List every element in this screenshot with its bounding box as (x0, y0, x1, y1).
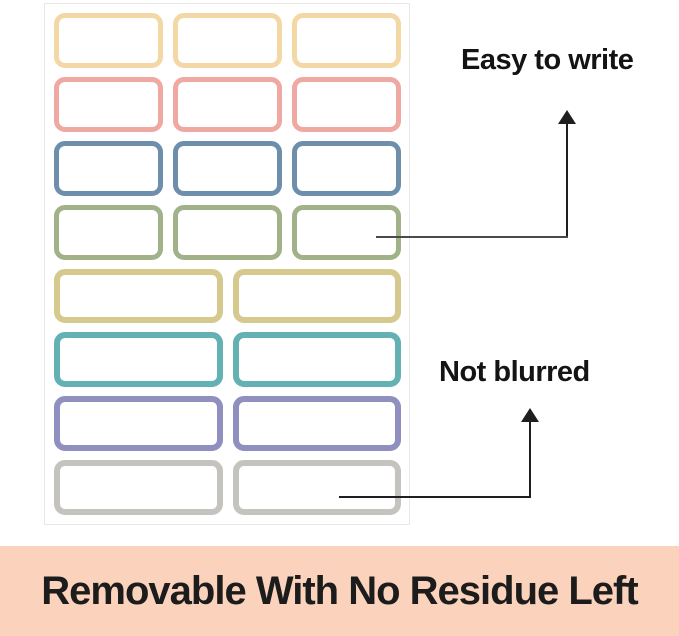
easy-arrow-line-vertical (566, 123, 568, 237)
label-row-steel-blue (54, 140, 401, 196)
label-sticker-salmon-pink (54, 76, 163, 132)
label-row-teal (54, 332, 401, 388)
bottom-banner: Removable With No Residue Left (0, 546, 679, 636)
annotation-not-blurred: Not blurred (439, 356, 590, 388)
label-sticker-teal (232, 332, 401, 388)
not-blurred-arrow-line-horizontal (339, 496, 531, 498)
label-sticker-lavender (54, 396, 223, 452)
label-sticker-sage-green (292, 204, 401, 260)
label-sticker-steel-blue (173, 140, 282, 196)
not-blurred-arrow-line-vertical (529, 421, 531, 498)
easy-arrow-line-horizontal (376, 236, 568, 238)
label-sticker-sage-green (173, 204, 282, 260)
label-sticker-sage-green (54, 204, 163, 260)
label-sticker-cream-yellow (173, 13, 282, 68)
not-blurred-arrow-up-icon (521, 408, 539, 422)
label-row-khaki (54, 268, 401, 324)
label-row-salmon-pink (54, 76, 401, 132)
label-sticker-teal (54, 332, 223, 388)
label-sticker-cream-yellow (292, 13, 401, 68)
label-sticker-salmon-pink (292, 76, 401, 132)
label-sticker-steel-blue (54, 140, 163, 196)
label-sticker-cream-yellow (54, 13, 163, 68)
label-row-cream-yellow (54, 13, 401, 68)
banner-text: Removable With No Residue Left (41, 568, 638, 613)
label-sticker-steel-blue (292, 140, 401, 196)
label-row-lavender (54, 396, 401, 452)
annotation-easy-to-write: Easy to write (461, 44, 634, 76)
label-sticker-gray (232, 460, 401, 515)
label-sticker-gray (54, 460, 223, 515)
label-sticker-salmon-pink (173, 76, 282, 132)
label-sticker-khaki (54, 268, 223, 324)
label-sticker-khaki (232, 268, 401, 324)
easy-arrow-up-icon (558, 110, 576, 124)
label-row-gray (54, 460, 401, 515)
label-row-sage-green (54, 204, 401, 260)
sticker-sheet (44, 3, 410, 525)
label-sticker-lavender (232, 396, 401, 452)
